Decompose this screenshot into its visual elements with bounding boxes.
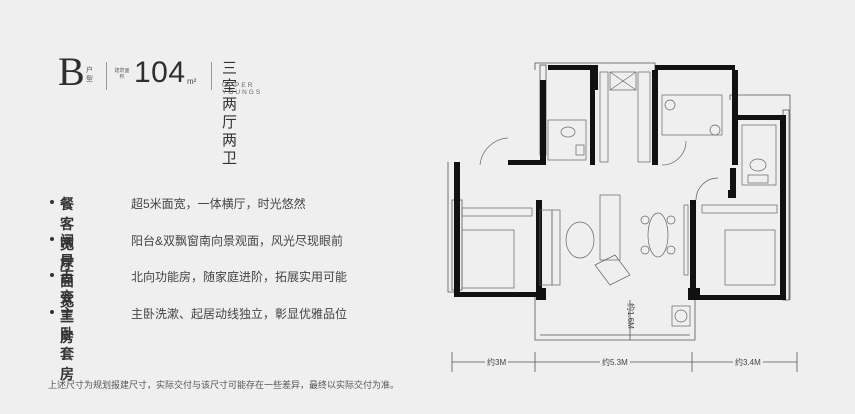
feature-name: 主卧套房 bbox=[60, 305, 75, 382]
floor-plan-drawing bbox=[447, 62, 798, 372]
unit-type-letter: B bbox=[58, 49, 85, 94]
feature-name: 餐客宽厅 bbox=[60, 196, 75, 272]
bullet-icon bbox=[50, 236, 54, 241]
layout-title: 三室两厅两卫 bbox=[222, 60, 239, 167]
feature-name: 百变三房 bbox=[60, 269, 75, 345]
floor-plan: 约3M 约5.3M 约3.4M 约1.6M bbox=[440, 50, 815, 380]
dimension-balcony: 约1.6M bbox=[626, 303, 635, 329]
divider bbox=[106, 62, 107, 90]
feature-desc: 主卧洗漱、起居动线独立，彰显优雅品位 bbox=[131, 306, 348, 321]
feature-desc: 阳台&双飘窗南向景观面，风光尽现眼前 bbox=[131, 233, 344, 248]
dimension-right: 约3.4M bbox=[733, 357, 763, 368]
feature-desc: 北向功能房，随家庭进阶，拓展实用可能 bbox=[131, 270, 348, 284]
footnote: 上述尺寸为规划报建尺寸，实际交付与该尺寸可能存在一些差异，最终以实际交付为准。 bbox=[48, 380, 400, 390]
bullet-icon bbox=[50, 200, 54, 204]
unit-type-suffix: 户型 bbox=[86, 67, 93, 83]
layout-subtitle: UPPER YOUNGS bbox=[222, 82, 263, 96]
area-unit: m² bbox=[187, 77, 197, 86]
dimension-left: 约3M bbox=[485, 357, 509, 368]
bullet-icon bbox=[50, 273, 54, 277]
area-value: 104 bbox=[134, 56, 186, 89]
bullet-icon bbox=[50, 309, 54, 314]
feature-desc: 超5米面宽，一体横厅，时光悠然 bbox=[131, 197, 306, 211]
divider bbox=[211, 62, 212, 90]
area-tag: 建筑面积 bbox=[114, 68, 130, 80]
feature-name: 阔景面宽 bbox=[60, 232, 75, 309]
dimension-middle: 约5.3M bbox=[600, 357, 630, 368]
